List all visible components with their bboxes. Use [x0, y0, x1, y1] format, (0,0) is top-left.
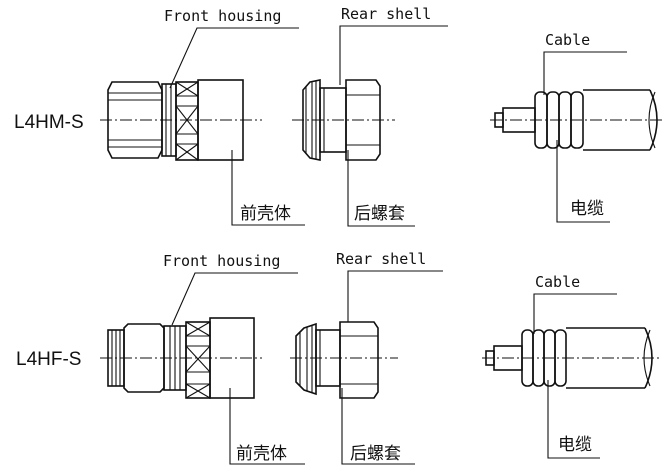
leader-line: [533, 293, 617, 334]
row-l4hf-s: L4HF-S: [16, 250, 662, 465]
rear-shell-label-en: Rear shell: [336, 250, 426, 268]
rear-shell-label-cn: 后螺套: [354, 204, 405, 224]
rear-shell-label-cn: 后螺套: [350, 444, 401, 464]
leader-line: [229, 388, 305, 465]
front-housing-part: [107, 79, 244, 161]
cable-label-en: Cable: [545, 31, 590, 49]
connector-label-l4hm-s: L4HM-S: [14, 112, 84, 133]
front-housing-label-cn: 前壳体: [240, 204, 291, 224]
cable-part: [494, 89, 658, 151]
cable-label-cn: 电缆: [570, 199, 604, 219]
front-housing-part: [107, 317, 255, 399]
front-housing-label-cn: 前壳体: [236, 444, 287, 464]
cable-part: [485, 327, 653, 389]
leader-line: [341, 388, 415, 465]
leader-line: [347, 270, 443, 322]
rear-shell-label-en: Rear shell: [341, 5, 431, 23]
connector-label-l4hf-s: L4HF-S: [16, 349, 81, 370]
cable-label-en: Cable: [535, 273, 580, 291]
leader-line: [556, 140, 610, 223]
leader-line: [171, 272, 298, 326]
leader-line: [231, 150, 305, 226]
rear-shell-part: [302, 79, 381, 161]
cable-label-cn: 电缆: [558, 435, 592, 455]
leader-line: [547, 380, 600, 459]
front-housing-label-en: Front housing: [164, 7, 281, 25]
leader-line: [543, 51, 627, 95]
leader-line: [347, 150, 415, 227]
front-housing-label-en: Front housing: [163, 252, 280, 270]
rear-shell-part: [295, 321, 379, 399]
row-l4hm-s: L4HM-S: [14, 5, 662, 227]
leader-line: [169, 27, 299, 89]
leader-line: [339, 25, 448, 85]
